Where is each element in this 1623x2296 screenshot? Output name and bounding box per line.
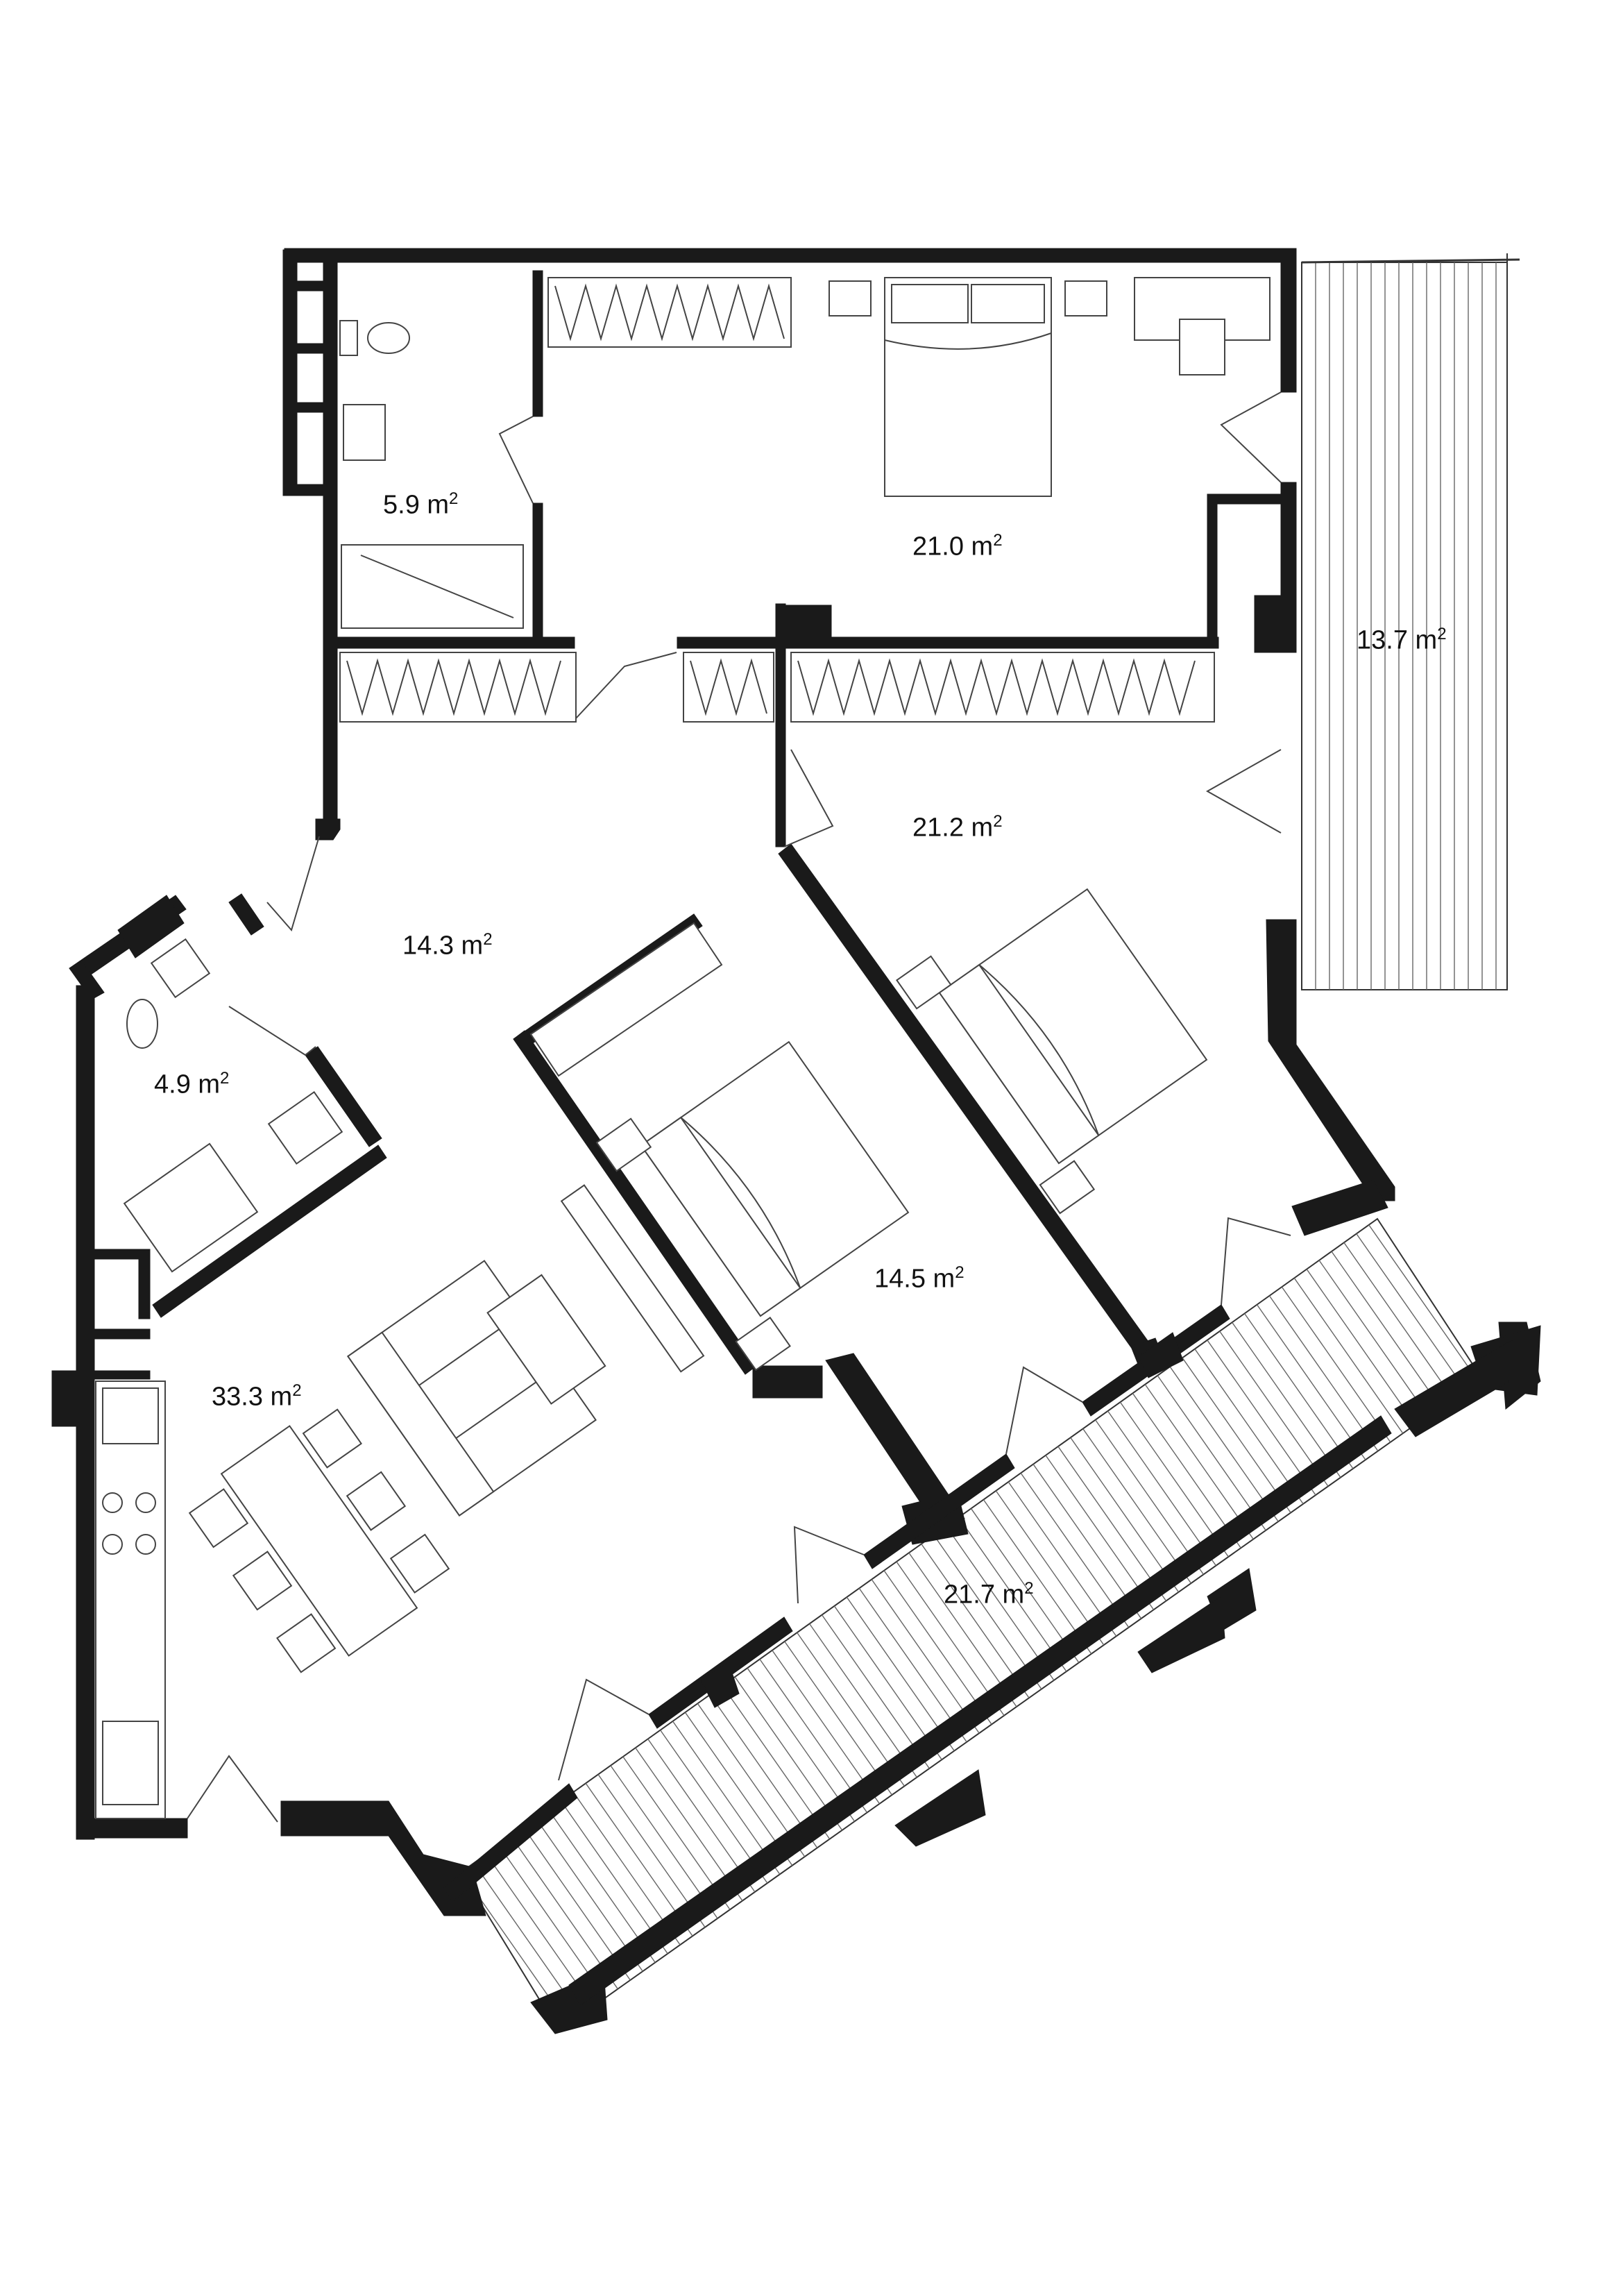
bedroom-3-area-label: 14.5 m2 xyxy=(874,1263,965,1294)
doors xyxy=(187,391,1291,1823)
living-furniture xyxy=(95,1260,606,1819)
bedroom-3-furniture xyxy=(560,1040,910,1373)
deck-board-line xyxy=(1270,1243,1422,1460)
walls xyxy=(51,248,1541,2034)
wardrobe-hatch xyxy=(690,658,767,716)
wardrobes xyxy=(339,277,1215,1077)
bedroom-2-area-label: 21.2 m2 xyxy=(912,812,1003,843)
bathroom-2-area-label: 4.9 m2 xyxy=(154,1069,230,1099)
hall-area-label: 14.3 m2 xyxy=(402,930,493,961)
terrace-2-area-label: 21.7 m2 xyxy=(944,1579,1034,1610)
wardrobe-hatch xyxy=(797,658,1196,716)
bedroom-2-furniture xyxy=(896,888,1208,1215)
bathroom-1-fixtures xyxy=(339,320,524,629)
bathroom-1-area-label: 5.9 m2 xyxy=(383,489,459,520)
bedroom-1-area-label: 21.0 m2 xyxy=(912,531,1003,562)
living-room-area-label: 33.3 m2 xyxy=(212,1381,302,1412)
terrace-1-deck xyxy=(1301,253,1520,990)
bathroom-2-fixtures xyxy=(123,938,343,1273)
wardrobe-hatch xyxy=(346,658,561,716)
bedroom-1-furniture xyxy=(829,277,1271,497)
terrace-1-area-label: 13.7 m2 xyxy=(1357,625,1447,655)
wardrobe-hatch xyxy=(554,283,785,341)
